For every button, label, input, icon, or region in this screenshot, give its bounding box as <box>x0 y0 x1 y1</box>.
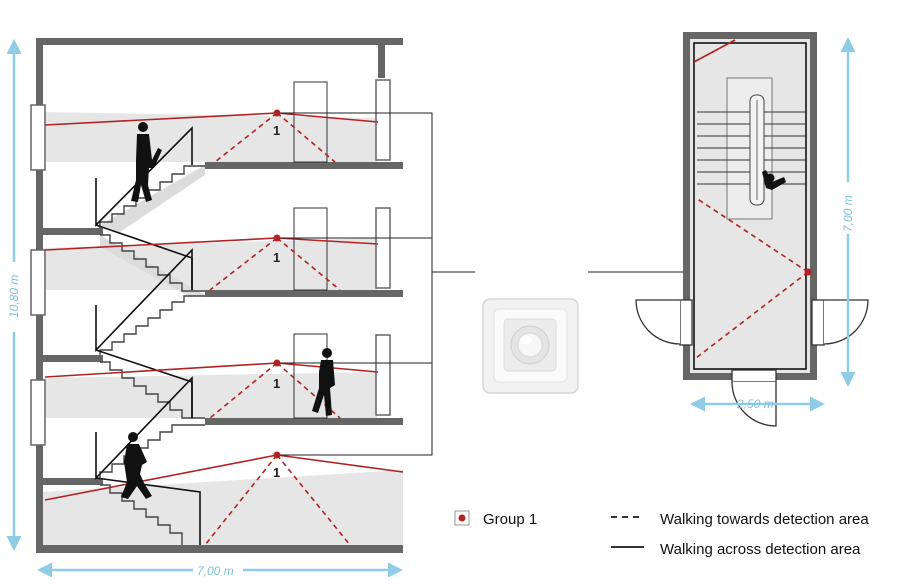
legend-group-dot <box>458 514 466 522</box>
wiring <box>277 112 475 456</box>
window-right-3 <box>375 334 391 416</box>
legend-group-label: Group 1 <box>483 511 537 528</box>
motion-sensor-device <box>482 298 579 394</box>
width-label-bg <box>193 562 243 578</box>
landing-2 <box>43 355 103 362</box>
sensor-label-1: 1 <box>273 123 280 138</box>
person-silhouette-3 <box>121 432 152 499</box>
plan-length-label-bg <box>838 182 858 234</box>
section-right-wall-top <box>378 38 385 78</box>
floor-fill-level-3 <box>42 372 377 418</box>
plan-door-right <box>811 299 869 346</box>
door-1 <box>293 81 328 163</box>
height-dimension-label: 10,80 m <box>7 275 21 318</box>
plan-dashed-lines <box>695 197 809 359</box>
window-left-3 <box>30 379 46 446</box>
plan-inner-border <box>693 42 807 370</box>
person-silhouette-2 <box>312 348 335 416</box>
person-silhouette-1 <box>131 122 162 202</box>
plan-width-label: 2,50 m <box>736 397 774 411</box>
door-2 <box>293 207 328 291</box>
sensor-label-3: 1 <box>273 376 280 391</box>
width-dimension-label: 7,00 m <box>197 564 234 578</box>
detection-solid-lines <box>44 112 404 501</box>
window-left-1 <box>30 104 46 171</box>
plan-length-label: 7,00 m <box>841 195 855 232</box>
section-ground <box>36 545 403 553</box>
landing-1 <box>43 228 103 235</box>
section-view: 1 1 1 1 10,80 m 7,00 m <box>4 38 475 578</box>
sensor-dots <box>273 109 281 459</box>
window-right-1 <box>375 79 391 161</box>
floor-slab-1 <box>205 162 403 169</box>
plan-door-left <box>635 299 693 346</box>
legend: Group 1 Walking towards detection area W… <box>454 510 869 558</box>
person-top-view <box>762 170 786 190</box>
plan-solid-line <box>693 39 736 63</box>
stair-flight-1 <box>100 165 205 232</box>
window-right-2 <box>375 207 391 289</box>
landing-3 <box>43 478 103 485</box>
sensor-label-4: 1 <box>273 465 280 480</box>
plan-view: 7,00 m 2,50 m <box>635 32 869 427</box>
section-roof <box>36 38 403 45</box>
detection-dashed-lines <box>204 112 351 546</box>
sensor-label-2: 1 <box>273 250 280 265</box>
legend-solid-label: Walking across detection area <box>660 541 861 558</box>
floor-fill-level-1 <box>42 112 377 162</box>
height-label-bg <box>4 262 24 332</box>
plan-sensor-dot <box>804 268 812 276</box>
window-left-2 <box>30 249 46 316</box>
floor-slab-2 <box>205 290 403 297</box>
floor-slab-3 <box>205 418 403 425</box>
legend-dashed-label: Walking towards detection area <box>660 511 869 528</box>
